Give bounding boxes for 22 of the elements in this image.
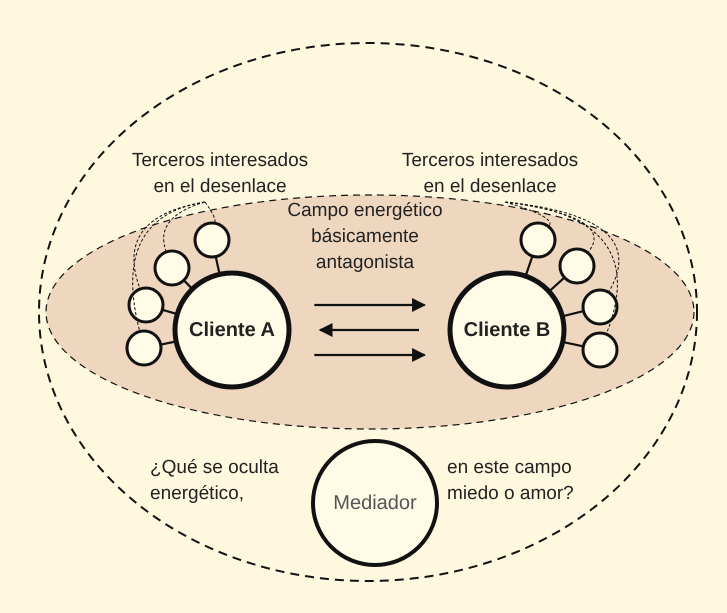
connector-line (563, 310, 583, 318)
connector-line (563, 341, 583, 348)
connector-line (161, 340, 176, 346)
connector-line (549, 277, 564, 292)
leader-line (132, 202, 206, 332)
node-label: Cliente A (188, 318, 276, 343)
arrow (314, 298, 426, 312)
arrow (318, 323, 419, 337)
node-label: Cliente B (462, 318, 552, 343)
node-label: Mediador (332, 491, 418, 516)
question-text: ¿Qué se oculta energético, (150, 456, 280, 506)
connector-line (214, 257, 220, 274)
connector-line (162, 308, 177, 315)
arrow (314, 348, 426, 362)
leader-line (504, 202, 594, 252)
leader-line (504, 202, 550, 226)
connector-line (184, 280, 192, 290)
connector-line (524, 256, 534, 276)
question-text: en este campo miedo o amor? (447, 456, 575, 506)
leader-line (204, 202, 216, 223)
leader-line (504, 202, 618, 334)
leader-line (163, 202, 206, 252)
